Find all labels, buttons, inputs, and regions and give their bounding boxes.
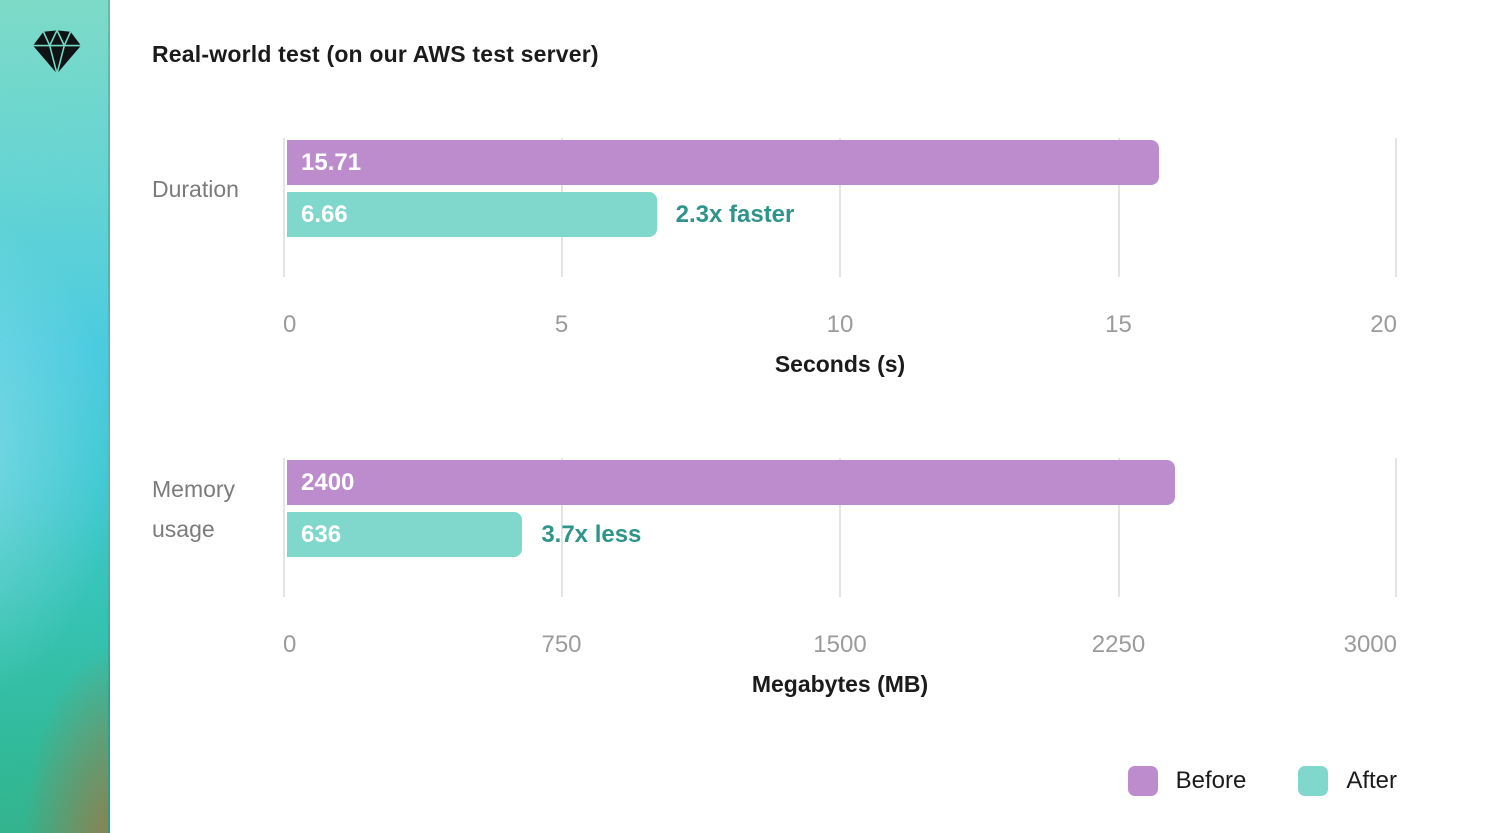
annotation-duration: 2.3x faster [675,200,795,228]
category-label-duration: Duration [152,175,239,202]
diamond-icon [33,29,81,75]
gridline [1395,138,1397,277]
sidebar [0,0,110,833]
legend-swatch-before [1127,766,1158,796]
bar-value-label: 636 [301,520,342,548]
bar-duration-after: 6.66 [287,192,657,237]
category-label-memory: Memory usage [152,475,236,542]
tick-label: 1500 [813,631,867,658]
tick-label: 20 [1370,311,1397,338]
annotation-memory: 3.7x less [541,520,642,548]
sidebar-grain-texture [0,0,108,833]
tick-label: 0 [283,311,297,338]
bar-value-label: 15.71 [301,148,362,176]
x-axis-memory: 0 750 1500 2250 3000 [283,631,1397,658]
tick-label: 3000 [1343,631,1397,658]
tick-label: 15 [1105,311,1132,338]
chart-memory: Memory usage 2400 [152,458,1488,698]
sketch-diamond-logo-icon [33,29,81,75]
bar-value-label: 6.66 [301,200,348,228]
bar-memory-before: 2400 [287,460,1175,505]
bar-duration-before: 15.71 [287,140,1159,185]
tick-label: 10 [826,311,854,338]
chart-panel: Real-world test (on our AWS test server)… [110,0,1488,833]
chart-duration: Duration 15.71 [152,138,1488,378]
page-title: Real-world test (on our AWS test server) [152,41,599,67]
legend-item-before: Before [1127,766,1247,796]
gridline [1117,138,1120,277]
gridline [283,458,285,597]
tick-label: 5 [554,311,569,338]
tick-label: 2250 [1091,631,1146,658]
bar-memory-after: 636 [287,512,523,557]
legend: Before After [283,766,1397,796]
legend-label: Before [1175,767,1247,794]
legend-swatch-after [1298,766,1329,796]
gridline [839,138,841,277]
tick-label: 0 [283,631,297,658]
x-axis-title-memory: Megabytes (MB) [751,671,929,697]
legend-label: After [1346,767,1397,794]
gridline [560,458,563,597]
x-axis-title-duration: Seconds (s) [774,351,906,377]
gridline [1395,458,1397,597]
bar-value-label: 2400 [301,468,355,496]
x-axis-duration: 0 5 10 15 20 [283,311,1397,338]
gridline [1117,458,1120,597]
gridline [839,458,841,597]
tick-label: 750 [541,631,582,658]
legend-item-after: After [1298,766,1397,796]
plot-area-duration: 15.71 6.66 2.3x faster [283,138,1397,277]
gridline [283,138,285,277]
plot-area-memory: 2400 636 3.7x less [283,458,1397,597]
